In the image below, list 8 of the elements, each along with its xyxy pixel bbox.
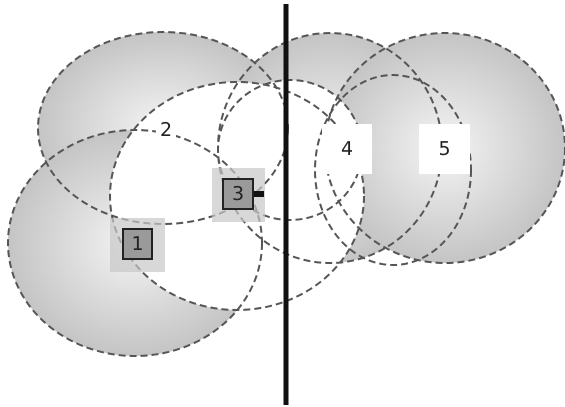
sensor-box xyxy=(222,178,254,210)
number-label: 4 xyxy=(340,140,354,158)
number-label: 1 xyxy=(131,234,144,254)
number-label: 2 xyxy=(160,120,172,140)
sensor-box xyxy=(122,228,153,260)
number-label: 3 xyxy=(232,184,244,204)
number-label: 5 xyxy=(438,140,451,158)
label-patch xyxy=(419,124,470,174)
